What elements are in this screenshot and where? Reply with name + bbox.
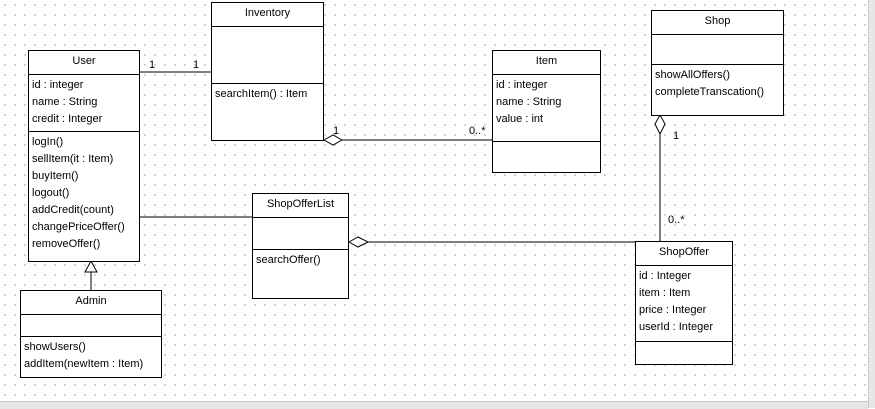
operation: addCredit(count) (32, 204, 114, 216)
class-name: Inventory (212, 3, 323, 27)
relationship-lines (84, 71, 666, 291)
class-name: ShopOffer (636, 242, 732, 266)
operation: completeTranscation() (655, 86, 765, 98)
class-shopoffer[interactable]: ShopOffer id : Integer item : Item price… (635, 241, 733, 365)
attributes-compartment: id : integer name : String credit : Inte… (29, 75, 139, 132)
operation: showUsers() (24, 341, 86, 353)
attributes-compartment (652, 35, 783, 65)
operations-compartment (636, 342, 732, 364)
attribute: userId : Integer (639, 321, 713, 333)
horizontal-scrollbar[interactable] (0, 401, 868, 409)
class-shop[interactable]: Shop showAllOffers() completeTranscation… (651, 10, 784, 116)
attribute: value : int (496, 113, 544, 125)
attribute: id : integer (32, 79, 84, 91)
class-item[interactable]: Item id : integer name : String value : … (492, 50, 601, 173)
class-name: ShopOfferList (253, 194, 348, 218)
operation: searchOffer() (256, 254, 321, 266)
operation: removeOffer() (32, 238, 101, 250)
operations-compartment: showAllOffers() completeTranscation() (652, 65, 783, 115)
operation: sellItem(it : Item) (32, 153, 114, 165)
attribute: name : String (32, 96, 98, 108)
attributes-compartment (21, 315, 161, 337)
operation: logIn() (32, 136, 64, 148)
multiplicity-label: 0..* (469, 125, 486, 137)
multiplicity-label: 1 (193, 59, 200, 71)
attribute: credit : Integer (32, 113, 103, 125)
attribute: id : integer (496, 79, 548, 91)
attribute: price : Integer (639, 304, 707, 316)
operations-compartment: searchItem() : Item (212, 84, 323, 140)
operation: addItem(newItem : Item) (24, 358, 144, 370)
attributes-compartment (212, 27, 323, 84)
multiplicity-label: 0..* (668, 214, 685, 226)
class-name: Shop (652, 11, 783, 35)
aggregation-diamond-shop (654, 113, 666, 136)
aggregation-diamond-inventory (322, 134, 344, 146)
class-name: Item (493, 51, 600, 75)
operations-compartment (493, 142, 600, 172)
class-admin[interactable]: Admin showUsers() addItem(newItem : Item… (20, 290, 162, 378)
class-inventory[interactable]: Inventory searchItem() : Item (211, 2, 324, 141)
aggregation-diamond-shopofferlist (347, 236, 370, 248)
multiplicity-label: 1 (149, 59, 156, 71)
class-user[interactable]: User id : integer name : String credit :… (28, 50, 140, 262)
operations-compartment: searchOffer() (253, 250, 348, 298)
operation: searchItem() : Item (215, 88, 308, 100)
operation: buyItem() (32, 170, 79, 182)
vertical-scrollbar[interactable] (868, 0, 875, 408)
class-name: User (29, 51, 139, 75)
operation: changePriceOffer() (32, 221, 125, 233)
operations-compartment: logIn() sellItem(it : Item) buyItem() lo… (29, 132, 139, 261)
attribute: id : Integer (639, 270, 691, 282)
attributes-compartment (253, 218, 348, 250)
attribute: name : String (496, 96, 562, 108)
multiplicity-label: 1 (673, 130, 680, 142)
operation: showAllOffers() (655, 69, 730, 81)
class-shopofferlist[interactable]: ShopOfferList searchOffer() (252, 193, 349, 299)
attribute: item : Item (639, 287, 691, 299)
attributes-compartment: id : integer name : String value : int (493, 75, 600, 142)
attributes-compartment: id : Integer item : Item price : Integer… (636, 266, 732, 342)
multiplicity-label: 1 (333, 125, 340, 137)
operation: logout() (32, 187, 70, 199)
class-name: Admin (21, 291, 161, 315)
operations-compartment: showUsers() addItem(newItem : Item) (21, 337, 161, 377)
generalization-arrowhead (84, 259, 98, 273)
